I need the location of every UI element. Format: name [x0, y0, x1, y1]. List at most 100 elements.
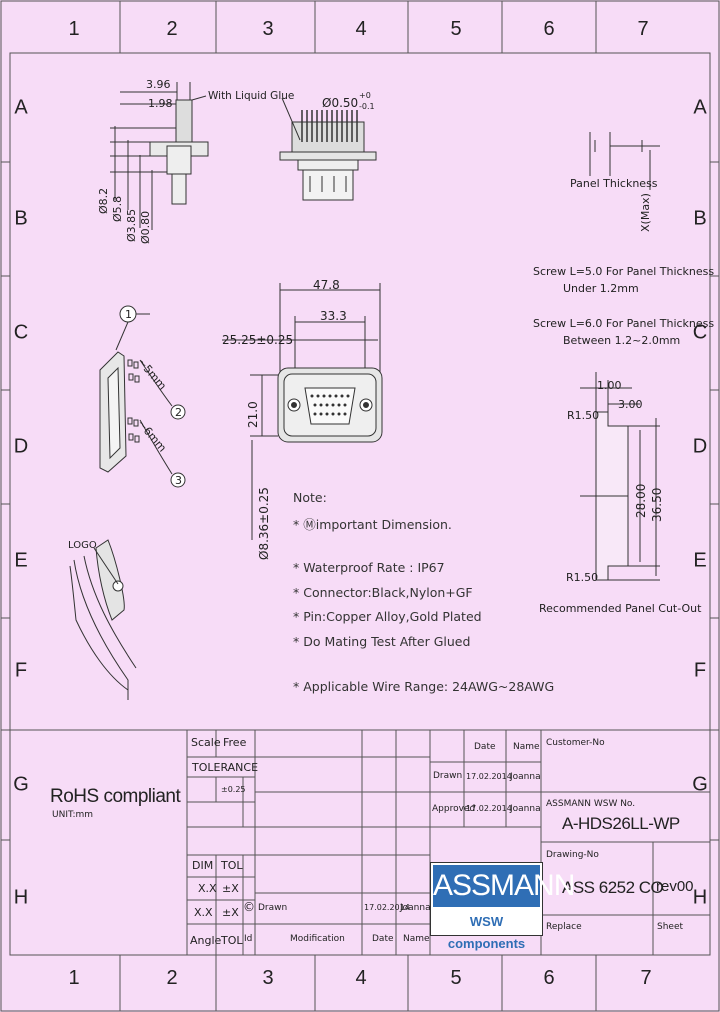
tb-rev: rev00: [656, 878, 694, 895]
logo-sub: WSW components: [447, 914, 526, 951]
logo-side-view: [69, 539, 137, 700]
tb-drawn-date: 17.02.2014: [466, 772, 512, 781]
note-item: * Ⓜimportant Dimension.: [293, 517, 452, 532]
col-label: 5: [450, 967, 462, 989]
tb-scale: Scale: [191, 736, 221, 749]
row-label: F: [14, 659, 28, 682]
tb-tol: TOL: [221, 859, 243, 872]
row-label: A: [693, 96, 707, 119]
cutout-height-inner: 28.00: [634, 483, 648, 518]
note-item: * Waterproof Rate : IP67: [293, 560, 445, 575]
dia-8-2: Ø8.2: [97, 187, 110, 214]
tb-assmann-no-label: ASSMANN WSW No.: [546, 799, 636, 809]
tb-approved-label: Approved: [432, 804, 476, 814]
front-side-connector: [279, 97, 377, 201]
width-inner: 33.3: [320, 309, 347, 323]
cutout-height-outer: 36.50: [650, 487, 664, 522]
row-label: G: [692, 773, 708, 796]
tb-date-h2: Date: [372, 934, 394, 944]
row-label: B: [693, 207, 707, 230]
col-label: 5: [450, 18, 462, 40]
dia-5-8: Ø5.8: [111, 195, 124, 222]
rohs-unit: UNIT:mm: [52, 810, 94, 820]
col-label: 2: [166, 967, 178, 989]
dim-1-98: 1.98: [148, 97, 173, 110]
tb-approved-date: 17.02.2014: [466, 804, 512, 813]
col-label: 4: [355, 967, 367, 989]
row-label: B: [14, 207, 28, 230]
tb-x2: X.X: [194, 906, 213, 919]
col-label: 1: [68, 967, 80, 989]
tb-date-h: Date: [474, 742, 496, 752]
iso-view-connector: [99, 305, 186, 488]
tb-name-h2: Name: [403, 934, 430, 944]
note-item: * Pin:Copper Alloy,Gold Plated: [293, 609, 482, 624]
tb-x2v: ±X: [222, 906, 239, 919]
tb-free: Free: [223, 736, 247, 749]
notes-title: Note:: [293, 490, 327, 505]
tb-copyright: ©: [243, 900, 255, 914]
hole-pitch: 25.25±0.25: [222, 333, 294, 347]
cutout-radius-bottom: R1.50: [566, 571, 599, 584]
note-item: * Do Mating Test After Glued: [293, 634, 471, 649]
tb-drawn-name: Joanna: [510, 772, 541, 782]
col-label: 6: [543, 18, 555, 40]
row-label: E: [14, 549, 28, 572]
column-ticks: [119, 1, 597, 1011]
cutout-dim-1-00: 1.00: [597, 379, 622, 392]
tb-drawn2-date: 17.02.2014: [364, 903, 410, 912]
bottom-dim: Ø8.36±0.25: [257, 487, 271, 560]
tb-drawing-no-label: Drawing-No: [546, 850, 599, 860]
row-label: G: [13, 773, 29, 796]
side-view-connector: [110, 82, 209, 230]
row-label: E: [693, 549, 707, 572]
title-block-grid: [10, 729, 711, 956]
tb-tol-value: ±0.25: [221, 785, 246, 794]
screw-note-2b: Between 1.2~2.0mm: [563, 334, 681, 347]
tb-part-no: A-HDS26LL-WP: [562, 814, 680, 833]
height-dim: 21.0: [246, 401, 260, 428]
col-label: 2: [166, 18, 178, 40]
logo-label: LOGO: [68, 540, 97, 551]
screw-note-1b: Under 1.2mm: [563, 282, 639, 295]
pin-tol-upper: +0: [359, 91, 371, 100]
cutout-dim-3-00: 3.00: [618, 398, 643, 411]
cutout-caption: Recommended Panel Cut-Out: [539, 602, 702, 615]
screw-note-2a: Screw L=6.0 For Panel Thickness: [533, 317, 715, 330]
width-outer: 47.8: [313, 278, 340, 292]
panel-max-label: X(Max): [639, 193, 652, 232]
tb-id: Id: [244, 934, 253, 944]
tb-drawn2-label: Drawn: [258, 903, 288, 913]
dim-3-96: 3.96: [146, 78, 171, 91]
logo-brand: ASSMANN: [433, 865, 575, 907]
panel-thickness-detail: [589, 132, 660, 190]
tb-tol2: TOL: [221, 934, 243, 947]
col-label: 4: [355, 18, 367, 40]
row-ticks: [1, 161, 719, 841]
row-label: F: [693, 659, 707, 682]
tb-x1: X.X: [198, 882, 217, 895]
tb-name-h: Name: [513, 742, 540, 752]
front-view-connector: [222, 283, 383, 540]
panel-thickness-label: Panel Thickness: [570, 177, 658, 190]
assmann-logo: ASSMANN WSW components: [430, 862, 575, 951]
rohs-title: RoHS compliant: [50, 786, 181, 807]
row-label: A: [14, 96, 28, 119]
callout-1: 1: [125, 308, 132, 321]
panel-cutout: [580, 372, 660, 581]
tb-drawn-label: Drawn: [433, 771, 463, 781]
row-label: H: [13, 886, 29, 909]
col-label: 3: [262, 18, 274, 40]
col-label: 6: [543, 967, 555, 989]
row-label: C: [13, 321, 29, 344]
cutout-radius-top: R1.50: [567, 409, 600, 422]
col-label: 7: [637, 18, 649, 40]
callout-2: 2: [175, 406, 182, 419]
tb-sheet: Sheet: [657, 922, 684, 932]
tb-drawing-no: ASS 6252 CO: [562, 878, 664, 897]
col-label: 7: [640, 967, 652, 989]
pin-tol-lower: -0.1: [359, 102, 375, 111]
dia-0-80: Ø0.80: [139, 210, 152, 244]
